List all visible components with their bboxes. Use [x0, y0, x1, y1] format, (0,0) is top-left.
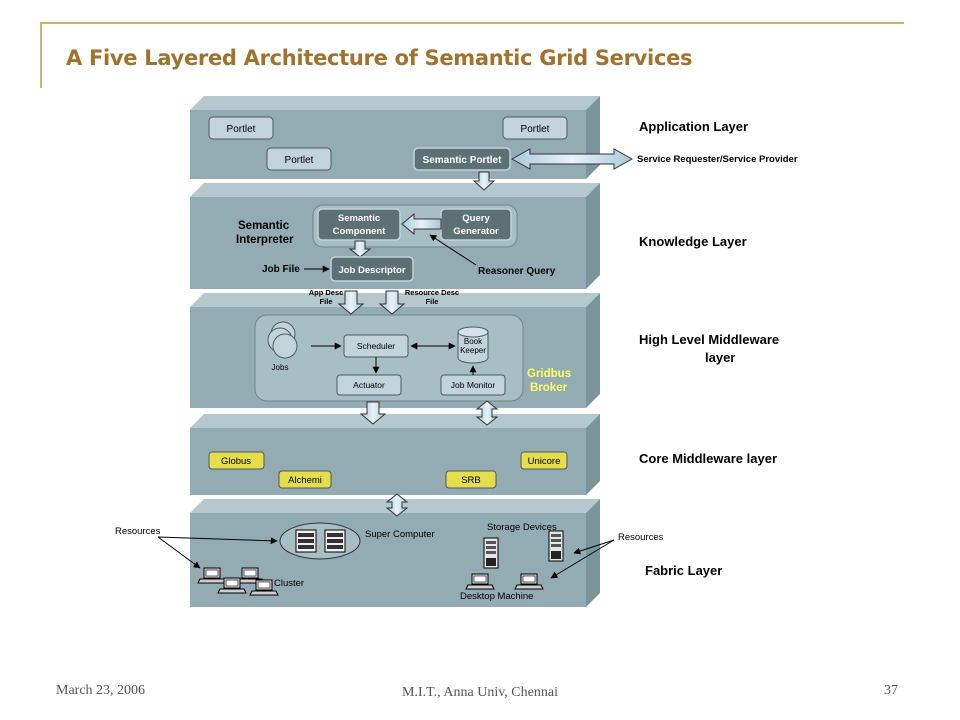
slide-frame-left: [40, 22, 42, 88]
semantic-portlet-label: Semantic Portlet: [423, 155, 503, 166]
scheduler-label: Scheduler: [357, 341, 395, 351]
storage-device-icon-1: [483, 537, 499, 569]
job-monitor-label: Job Monitor: [451, 380, 496, 390]
service-requester-label: Service Requester/Service Provider: [637, 154, 798, 165]
desktop-machine-label: Desktop Machine: [460, 591, 533, 602]
middleware-to-core-arrow: [359, 401, 387, 425]
globus-box: [208, 451, 265, 470]
resource-desc-label-1: Resource Desc: [405, 288, 459, 297]
storage-device-icon-2: [548, 530, 564, 562]
jobs-icon: [267, 321, 298, 359]
portlet-down-arrow: [472, 171, 496, 191]
app-desc-label-1: App Desc: [309, 288, 344, 297]
reasoner-query-arrow: [429, 234, 477, 266]
resources-to-desktop-arrow: [550, 539, 615, 579]
fabric-layer-slab: [190, 499, 600, 607]
super-computer-icon: [295, 529, 346, 553]
core-fabric-double-arrow: [385, 493, 409, 517]
unicore-label: Unicore: [528, 456, 561, 467]
portlet-label-1: Portlet: [227, 124, 256, 135]
semantic-interpreter-label-1: Semantic: [238, 220, 290, 232]
resources-to-cluster-arrow: [157, 536, 201, 569]
portlet-box-2: [502, 116, 568, 140]
storage-devices-label: Storage Devices: [487, 522, 557, 533]
book-keeper-label-1: Book: [464, 337, 483, 346]
portlet-label-3: Portlet: [285, 155, 314, 166]
alchemi-box: [278, 470, 332, 489]
globus-label: Globus: [221, 456, 251, 467]
page-number: 37: [884, 683, 898, 698]
actuator-box: [336, 374, 402, 396]
resource-desc-arrow: [378, 290, 406, 315]
resource-desc-label-2: File: [426, 297, 439, 306]
gridbus-broker-label-1: Gridbus: [527, 368, 571, 380]
resources-to-storage-arrow: [573, 539, 615, 555]
component-to-descriptor-arrow: [348, 240, 372, 258]
reasoner-query-label: Reasoner Query: [478, 266, 556, 277]
footer-institution: M.I.T., Anna Univ, Chennai: [402, 685, 558, 700]
high-level-middleware-label-2: layer: [705, 350, 735, 365]
book-keeper-label-2: Keeper: [460, 346, 486, 355]
job-file-label: Job File: [262, 264, 300, 275]
book-keeper-database-icon: [457, 326, 489, 364]
resources-right-label: Resources: [618, 532, 664, 543]
high-level-middleware-label-1: High Level Middleware: [639, 332, 779, 347]
semantic-component-label-1: Semantic: [338, 213, 380, 224]
query-to-component-arrow: [401, 212, 442, 236]
srb-box: [445, 470, 497, 489]
middleware-core-double-arrow: [475, 400, 499, 426]
semantic-component-label-2: Component: [333, 226, 387, 237]
gridbus-broker-label-2: Broker: [530, 382, 568, 394]
app-desc-label-2: File: [320, 297, 333, 306]
query-generator-label-2: Generator: [453, 226, 499, 237]
semantic-interpreter-label-2: Interpreter: [236, 234, 294, 246]
super-computer-label: Super Computer: [365, 529, 435, 540]
srb-label: SRB: [461, 475, 481, 486]
application-layer-label: Application Layer: [639, 119, 748, 134]
resources-left-label: Resources: [115, 526, 161, 537]
semantic-portlet-box: [413, 147, 511, 171]
super-computer-ellipse: [279, 522, 361, 560]
fabric-layer-label: Fabric Layer: [645, 563, 722, 578]
slide-title: A Five Layered Architecture of Semantic …: [66, 46, 693, 70]
resources-to-supercomputer-arrow: [157, 536, 278, 545]
query-generator-label-1: Query: [462, 213, 490, 224]
footer-date: March 23, 2006: [56, 683, 146, 698]
app-desc-arrow: [337, 290, 365, 315]
portlet-box-3: [266, 147, 332, 171]
semantic-component-box: [317, 208, 401, 241]
actuator-label: Actuator: [353, 380, 385, 390]
unicore-box: [520, 451, 568, 470]
job-descriptor-label: Job Descriptor: [338, 265, 405, 276]
jobs-label: Jobs: [272, 363, 289, 372]
alchemi-label: Alchemi: [288, 475, 322, 486]
core-middleware-label: Core Middleware layer: [639, 451, 777, 466]
slide-frame-top: [40, 22, 904, 24]
service-double-arrow: [510, 148, 634, 170]
job-descriptor-box: [330, 256, 414, 282]
knowledge-layer-label: Knowledge Layer: [639, 234, 747, 249]
portlet-box-1: [208, 116, 274, 140]
portlet-label-2: Portlet: [521, 124, 550, 135]
cluster-label: Cluster: [274, 578, 304, 589]
